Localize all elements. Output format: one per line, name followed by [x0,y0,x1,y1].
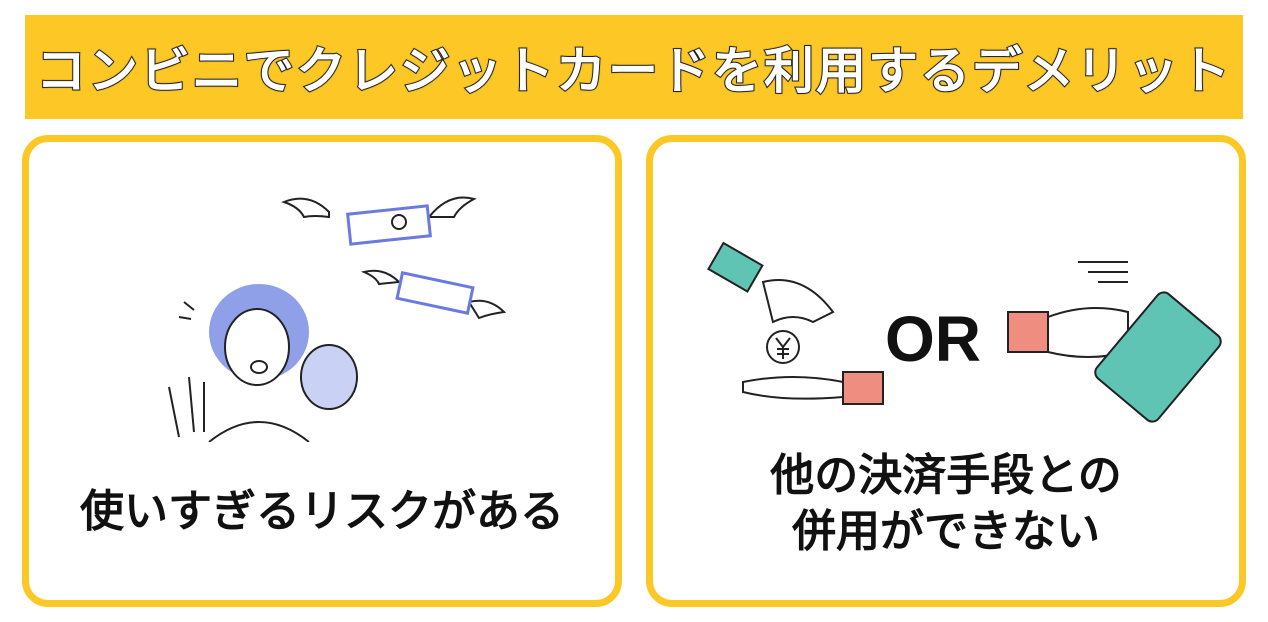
card-payment-illustration [1007,261,1222,423]
cash-payment-illustration [707,241,884,405]
caption-line-1: 他の決済手段との [770,450,1122,501]
yen-coin-icon [766,330,800,364]
credit-card-icon [1094,291,1222,423]
panel-no-combined-payment: OR 他の決済手段との 併用ができない [646,135,1246,607]
panel-caption: 他の決済手段との 併用ができない [653,448,1239,560]
title-banner: コンビニでクレジットカードを利用するデメリット [25,15,1243,119]
flying-money-woman-illustration [168,196,507,442]
worried-woman-icon [168,284,358,442]
flying-bill-icon [281,196,477,246]
panel-caption: 使いすぎるリスクがある [80,486,564,537]
page-title: コンビニでクレジットカードを利用するデメリット [35,41,1232,101]
caption-line-2: 併用ができない [792,506,1100,557]
panel-overspending-risk: 使いすぎるリスクがある [22,135,622,607]
or-label: OR [885,303,981,375]
flying-bill-icon [360,269,507,320]
